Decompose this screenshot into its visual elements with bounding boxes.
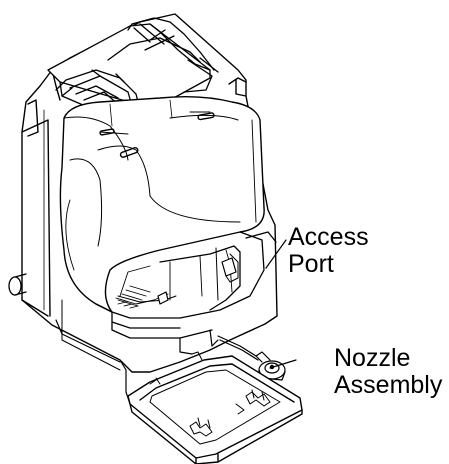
hopper-bag	[59, 95, 265, 313]
tray-fixtures	[189, 389, 271, 437]
access-port-label-line2: Port	[288, 250, 334, 278]
nozzle-assembly-label-line2: Assembly	[334, 371, 443, 399]
front-wall	[55, 319, 219, 405]
leader-lines	[265, 239, 297, 369]
nozzle-assembly-label: Nozzle Assembly	[334, 345, 442, 399]
access-port	[157, 257, 237, 305]
drip-tray	[127, 351, 303, 464]
top-bracket	[47, 17, 219, 113]
nozzle-assembly-label-line1: Nozzle	[334, 344, 411, 372]
lower-base	[95, 231, 277, 339]
access-port-label: Access Port	[288, 224, 369, 278]
side-knob	[8, 273, 27, 296]
access-port-label-line1: Access	[288, 223, 369, 251]
